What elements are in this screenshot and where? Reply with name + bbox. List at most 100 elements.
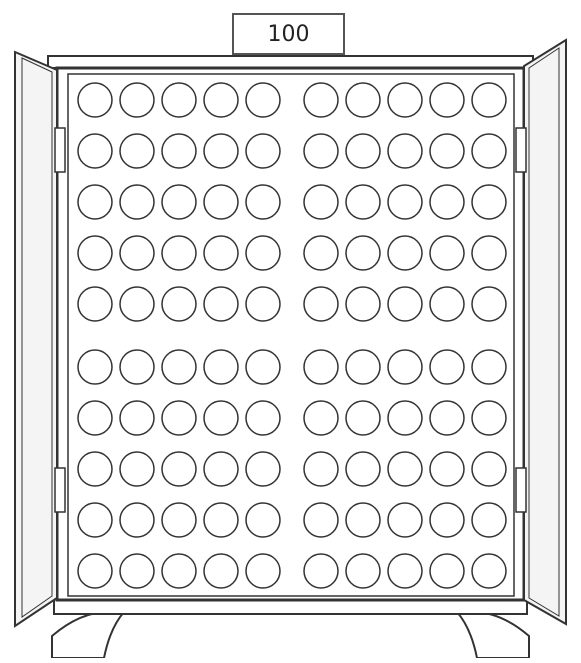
grid-circle bbox=[246, 452, 280, 486]
grid-circle bbox=[304, 83, 338, 117]
grid-circle bbox=[204, 350, 238, 384]
grid-circle bbox=[78, 287, 112, 321]
grid-circle bbox=[204, 236, 238, 270]
grid-circle bbox=[430, 350, 464, 384]
grid-circle bbox=[304, 287, 338, 321]
grid-circle bbox=[430, 287, 464, 321]
cabinet-top-cornice bbox=[48, 56, 533, 68]
grid-circle bbox=[120, 83, 154, 117]
grid-circle bbox=[430, 236, 464, 270]
hinge-left-bottom bbox=[55, 468, 65, 512]
grid-circle bbox=[346, 401, 380, 435]
grid-circle bbox=[246, 350, 280, 384]
grid-circle bbox=[162, 83, 196, 117]
grid-circle bbox=[304, 350, 338, 384]
grid-circle bbox=[246, 503, 280, 537]
grid-circle bbox=[204, 185, 238, 219]
grid-circle bbox=[78, 134, 112, 168]
grid-circle bbox=[246, 554, 280, 588]
grid-circle bbox=[430, 401, 464, 435]
grid-circle bbox=[204, 287, 238, 321]
cabinet-right-leg bbox=[457, 612, 529, 658]
grid-circle bbox=[346, 134, 380, 168]
grid-circle bbox=[472, 185, 506, 219]
grid-circle bbox=[346, 452, 380, 486]
hinge-right-top bbox=[516, 128, 526, 172]
grid-circle bbox=[430, 185, 464, 219]
grid-circle bbox=[388, 503, 422, 537]
grid-circle bbox=[346, 350, 380, 384]
hinge-right-bottom bbox=[516, 468, 526, 512]
grid-circle bbox=[388, 134, 422, 168]
grid-circle bbox=[120, 452, 154, 486]
grid-circle bbox=[388, 452, 422, 486]
grid-circle bbox=[120, 134, 154, 168]
grid-circle bbox=[346, 83, 380, 117]
grid-circle bbox=[162, 452, 196, 486]
grid-circle bbox=[162, 350, 196, 384]
grid-circle bbox=[388, 554, 422, 588]
grid-circle bbox=[204, 401, 238, 435]
grid-circle bbox=[246, 236, 280, 270]
grid-circle bbox=[346, 503, 380, 537]
grid-circle bbox=[78, 83, 112, 117]
grid-circle bbox=[304, 401, 338, 435]
grid-circle bbox=[120, 287, 154, 321]
grid-circle bbox=[472, 401, 506, 435]
grid-circle bbox=[472, 554, 506, 588]
grid-circle bbox=[246, 185, 280, 219]
grid-circle bbox=[78, 503, 112, 537]
grid-circle bbox=[388, 185, 422, 219]
grid-circle bbox=[304, 452, 338, 486]
grid-circle bbox=[472, 452, 506, 486]
grid-circle bbox=[162, 185, 196, 219]
grid-circle bbox=[472, 503, 506, 537]
grid-circle bbox=[162, 401, 196, 435]
count-label-box: 100 bbox=[232, 13, 345, 55]
grid-circle bbox=[304, 554, 338, 588]
grid-circle bbox=[346, 554, 380, 588]
grid-circle bbox=[430, 554, 464, 588]
count-label: 100 bbox=[268, 22, 310, 47]
grid-circle bbox=[246, 287, 280, 321]
grid-circle bbox=[162, 503, 196, 537]
grid-circle bbox=[78, 452, 112, 486]
grid-circle bbox=[430, 83, 464, 117]
grid-circle bbox=[472, 350, 506, 384]
grid-circle bbox=[388, 287, 422, 321]
grid-circle bbox=[388, 236, 422, 270]
grid-circle bbox=[78, 401, 112, 435]
grid-circle bbox=[304, 503, 338, 537]
grid-circle bbox=[472, 287, 506, 321]
grid-circle bbox=[120, 350, 154, 384]
hinge-left-top bbox=[55, 128, 65, 172]
grid-circle bbox=[430, 134, 464, 168]
grid-circle bbox=[304, 185, 338, 219]
grid-circle bbox=[78, 236, 112, 270]
grid-circle bbox=[388, 350, 422, 384]
grid-circle bbox=[204, 452, 238, 486]
grid-circle bbox=[346, 185, 380, 219]
grid-circle bbox=[204, 503, 238, 537]
grid-circle bbox=[430, 452, 464, 486]
grid-circle bbox=[472, 134, 506, 168]
grid-circle bbox=[472, 83, 506, 117]
grid-circle bbox=[430, 503, 464, 537]
grid-circle bbox=[388, 401, 422, 435]
grid-circle bbox=[246, 401, 280, 435]
grid-circle bbox=[204, 83, 238, 117]
grid-circle bbox=[120, 554, 154, 588]
grid-circle bbox=[204, 554, 238, 588]
grid-circle bbox=[162, 236, 196, 270]
grid-circle bbox=[120, 503, 154, 537]
grid-circle bbox=[204, 134, 238, 168]
grid-circle bbox=[388, 83, 422, 117]
right-door bbox=[524, 40, 566, 624]
grid-circle bbox=[472, 236, 506, 270]
grid-circle bbox=[246, 83, 280, 117]
grid-circle bbox=[346, 236, 380, 270]
grid-circle bbox=[78, 554, 112, 588]
grid-circle bbox=[304, 236, 338, 270]
